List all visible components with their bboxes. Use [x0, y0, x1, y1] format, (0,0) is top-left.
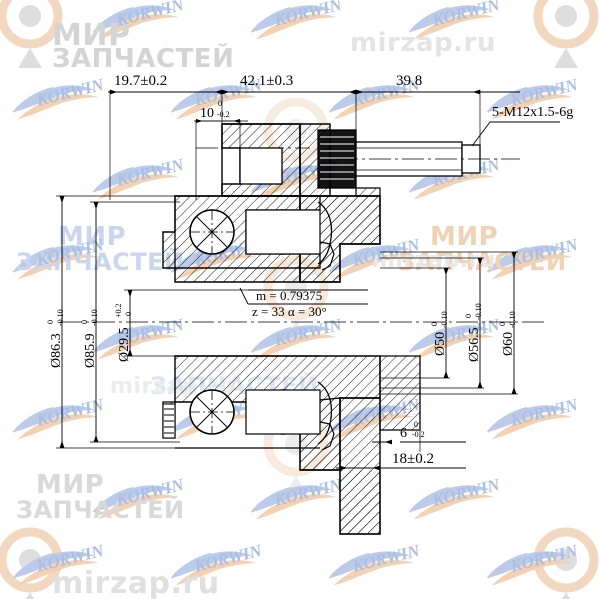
dim-d56-5-tol-lower: -0.10 — [474, 303, 483, 320]
dim-label-39-8: 39.8 — [396, 73, 422, 89]
dim-d86-3-tol-upper: 0 — [46, 320, 55, 324]
spline-module-label: m = 0.79375 — [256, 288, 322, 303]
dim-d85-9-tol-lower: -0.10 — [90, 309, 99, 326]
dim-d85-9-tol-upper: 0 — [80, 320, 89, 324]
dim-label-d86-3: Ø86.3 — [49, 333, 64, 368]
dim-label-d56-5: Ø56.5 — [467, 327, 482, 362]
dim-label-10: 10 — [200, 106, 214, 121]
ball — [189, 209, 235, 255]
part-cross-section — [162, 123, 481, 535]
dim-d60-tol-lower: -0.10 — [508, 311, 517, 328]
dim-d50-tol-upper: 0 — [430, 322, 439, 326]
dim-label-d60: Ø60 — [501, 332, 516, 356]
dim-6-tol-upper: 0 — [414, 420, 418, 429]
thread-callout-leader — [471, 121, 560, 147]
dim-d29-5-tol-lower: 0 — [124, 312, 133, 316]
dim-d56-5-tol-upper: 0 — [464, 314, 473, 318]
dim-d29-5-tol-upper: +0.2 — [114, 303, 123, 318]
dim-label-19-7: 19.7±0.2 — [114, 73, 167, 89]
ball — [189, 389, 235, 435]
dim-d50-tol-lower: -0.10 — [440, 311, 449, 328]
thread-spec-label: 5-M12x1.5-6g — [492, 105, 573, 120]
dim-label-d50: Ø50 — [433, 332, 448, 356]
dim-6-tol-lower: -0.2 — [412, 430, 425, 439]
dim-label-d85-9: Ø85.9 — [83, 333, 98, 368]
dim-10-group — [194, 118, 248, 200]
dim-10-tol-lower: -0.2 — [217, 110, 230, 119]
dim-d60-tol-upper: 0 — [498, 322, 507, 326]
dim-label-6: 6 — [400, 426, 407, 441]
dim-10-tol-upper: 0 — [218, 99, 222, 108]
spline-teeth-label: z = 33 α = 30° — [252, 304, 327, 319]
dim-label-42-1: 42.1±0.3 — [240, 73, 293, 89]
dim-label-d29-5: Ø29.5 — [117, 327, 132, 362]
dim-label-18: 18±0.2 — [392, 451, 434, 467]
dim-d86-3-tol-lower: -0.10 — [56, 309, 65, 326]
flange-tail — [300, 469, 381, 535]
